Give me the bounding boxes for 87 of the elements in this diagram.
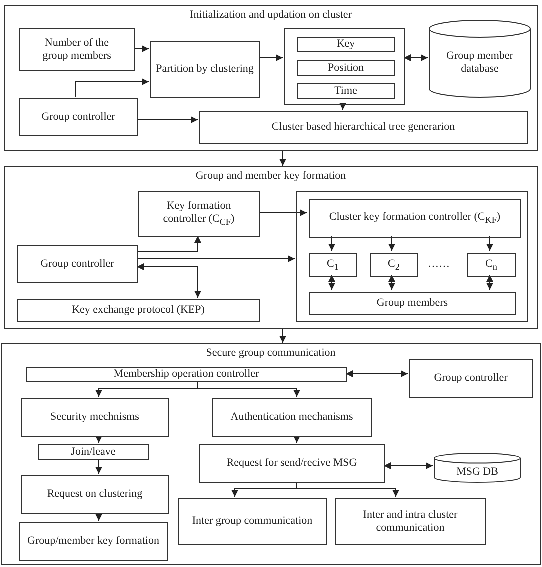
box-label: C$_{1}$ <box>327 258 339 272</box>
process-box <box>212 398 372 437</box>
process-box <box>17 245 138 283</box>
box-label: Partition by clustering <box>156 63 254 76</box>
box-label: Membership operation controller <box>114 368 260 381</box>
process-box <box>296 191 528 322</box>
section-panel <box>4 5 538 151</box>
arrow <box>136 264 202 298</box>
process-box <box>297 60 395 76</box>
section-panel <box>4 166 538 329</box>
arrow <box>388 274 396 290</box>
arrow <box>136 256 296 262</box>
arrow <box>258 210 308 216</box>
box-label: C$_{n}$ <box>486 258 498 272</box>
process-box <box>19 98 138 136</box>
process-box <box>409 359 533 398</box>
arrow <box>134 46 150 52</box>
process-box <box>21 475 169 514</box>
arrow <box>258 54 284 62</box>
process-box <box>297 83 395 99</box>
box-label: Key formation controller (C$_{CF}$) <box>162 200 236 228</box>
process-box <box>178 498 327 545</box>
arrow <box>328 274 336 290</box>
process-box <box>199 444 385 483</box>
process-box <box>150 41 260 98</box>
process-box <box>335 498 486 545</box>
arrow <box>280 150 286 166</box>
arrow <box>340 103 346 110</box>
box-label: Group/member key formation <box>28 535 160 548</box>
box-label: Position <box>328 62 364 74</box>
section-title: Secure group communication <box>206 347 336 359</box>
process-box <box>284 28 405 105</box>
arrow <box>404 54 428 62</box>
process-box <box>309 253 357 277</box>
section-panel <box>1 343 541 565</box>
box-label: Group controller <box>434 372 508 385</box>
ellipsis-dots: …… <box>428 258 450 270</box>
box-label: Inter group communication <box>192 515 313 528</box>
box-label: Authentication mechanisms <box>230 411 354 424</box>
box-label: Join/leave <box>71 446 116 458</box>
arrow <box>136 116 198 124</box>
arrow <box>486 236 494 252</box>
arrow <box>96 436 102 444</box>
process-box <box>297 37 395 52</box>
section-title: Initialization and updation on cluster <box>190 9 352 21</box>
box-label: Key exchange protocol (KEP) <box>72 304 205 317</box>
box-label: MSG DB <box>456 466 498 478</box>
process-box <box>19 28 135 71</box>
arrow <box>328 236 336 252</box>
box-label: Group member database <box>446 50 514 76</box>
arrow <box>384 462 434 470</box>
process-box <box>17 299 260 322</box>
arrow <box>280 328 286 344</box>
box-label: Cluster key formation controller (C$_{KF}$) <box>329 211 501 226</box>
arrow <box>294 436 300 444</box>
box-label: Cluster based hierarchical tree generarion <box>272 121 456 134</box>
arrow <box>76 78 150 98</box>
section-title: Group and member key formation <box>196 170 346 182</box>
process-box <box>370 253 418 277</box>
arrow <box>96 458 102 474</box>
process-box <box>19 522 168 561</box>
box-label: Number of the group members <box>42 36 112 62</box>
box-label: Security mechnisms <box>50 411 140 424</box>
arrow <box>136 236 202 252</box>
arrow <box>346 370 408 378</box>
process-box <box>199 111 528 144</box>
box-label: Group members <box>376 297 448 310</box>
process-box <box>21 398 169 437</box>
box-label: Request on clustering <box>47 488 143 501</box>
process-box <box>38 444 149 460</box>
box-label: Group controller <box>40 258 114 270</box>
box-label: C$_{2}$ <box>388 258 400 272</box>
process-box <box>138 191 260 237</box>
arrow <box>96 512 102 522</box>
process-box <box>26 367 347 382</box>
process-box <box>309 292 516 315</box>
box-label: Inter and intra cluster communication <box>362 508 459 534</box>
arrow <box>388 236 396 252</box>
arrow <box>198 380 300 398</box>
arrow <box>486 274 494 290</box>
box-label: Request for send/recive MSG <box>226 457 358 470</box>
process-box <box>467 253 516 277</box>
box-label: Group controller <box>42 110 116 124</box>
arrow <box>296 482 400 498</box>
box-label: Time <box>334 84 358 98</box>
box-label: Key <box>336 38 356 51</box>
process-box <box>309 199 521 238</box>
